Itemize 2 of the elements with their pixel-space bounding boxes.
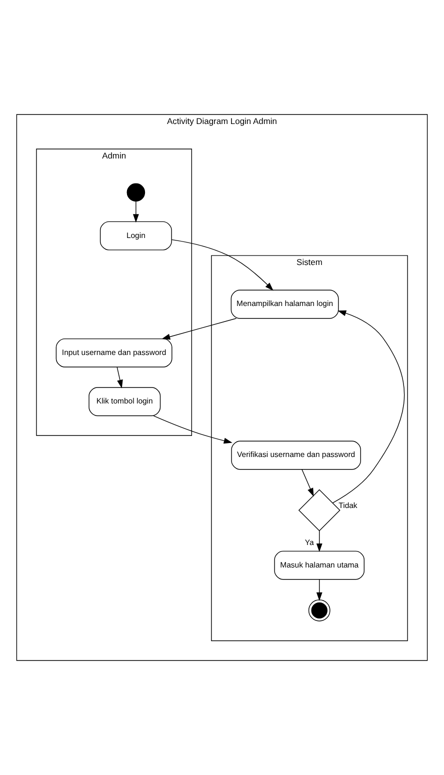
edge-label: Ya xyxy=(304,538,314,547)
edge-label: Tidak xyxy=(338,500,358,510)
